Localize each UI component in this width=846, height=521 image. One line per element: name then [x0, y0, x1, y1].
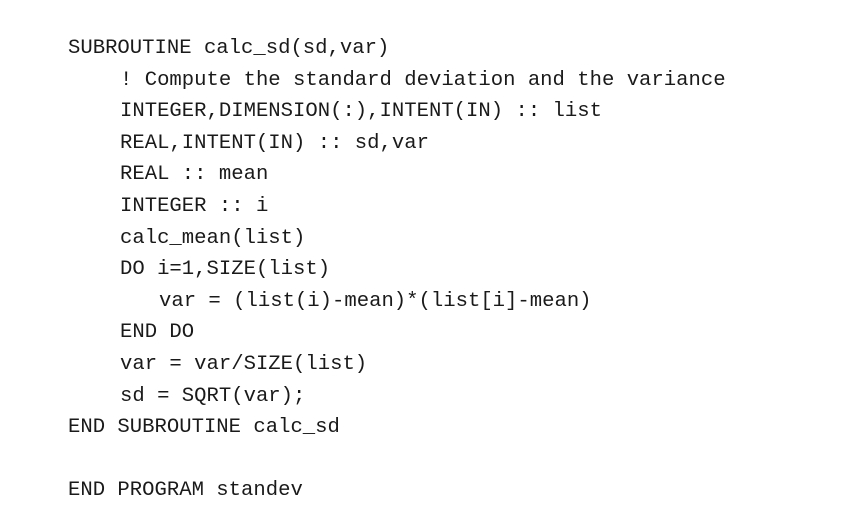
- code-line-loop-body: var = (list(i)-mean)*(list[i]-mean): [159, 289, 592, 313]
- code-line-var-division: var = var/SIZE(list): [120, 352, 368, 376]
- code-line-end-program: END PROGRAM standev: [68, 479, 303, 503]
- code-line-comment: ! Compute the standard deviation and the…: [120, 68, 726, 92]
- code-line-end-subroutine: END SUBROUTINE calc_sd: [68, 416, 340, 440]
- code-line-blank: [68, 444, 726, 476]
- code-line-do-loop-start: DO i=1,SIZE(list): [120, 258, 331, 282]
- code-line-list-declaration: INTEGER,DIMENSION(:),INTENT(IN) :: list: [120, 100, 602, 124]
- code-line-calc-mean-call: calc_mean(list): [120, 226, 306, 250]
- code-line-sd-var-declaration: REAL,INTENT(IN) :: sd,var: [120, 131, 429, 155]
- code-listing: SUBROUTINE calc_sd(sd,var) ! Compute the…: [68, 33, 726, 507]
- code-line-subroutine-header: SUBROUTINE calc_sd(sd,var): [68, 37, 390, 60]
- code-line-mean-declaration: REAL :: mean: [120, 163, 269, 187]
- code-line-sd-sqrt: sd = SQRT(var);: [120, 384, 306, 408]
- code-line-do-loop-end: END DO: [120, 321, 195, 345]
- code-line-i-declaration: INTEGER :: i: [120, 194, 269, 218]
